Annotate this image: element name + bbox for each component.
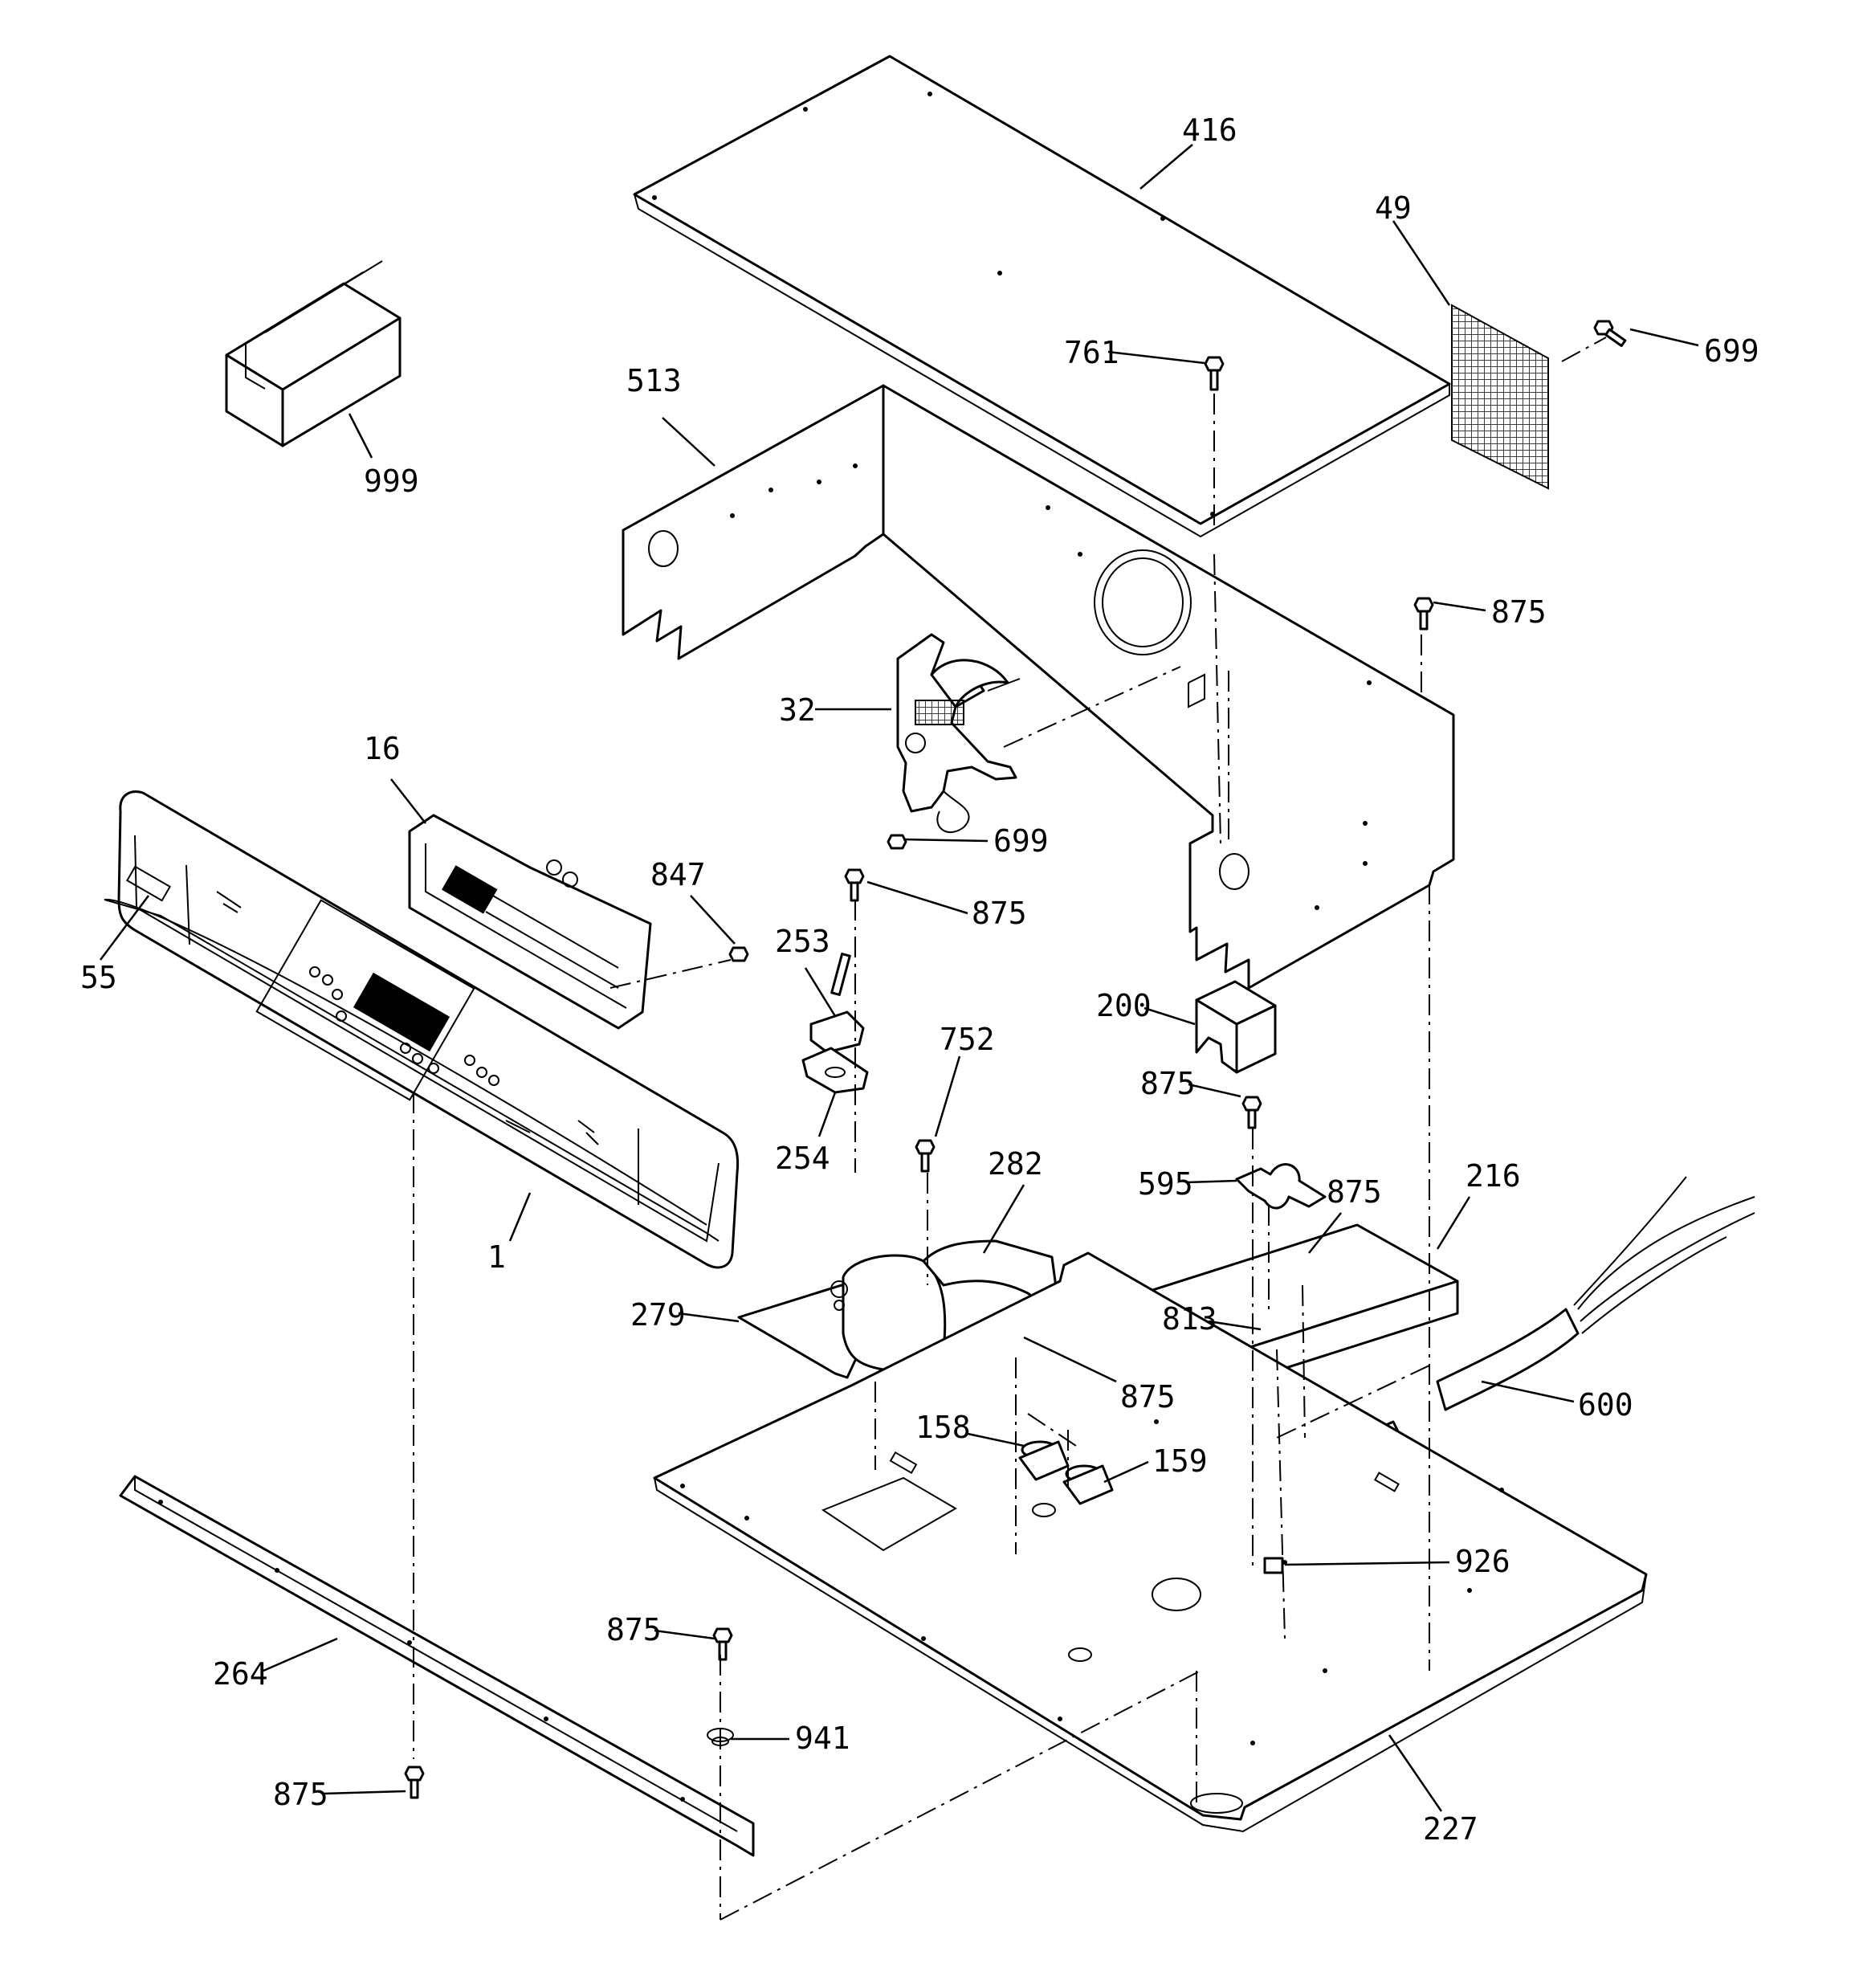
callout-32: 32 <box>779 692 816 728</box>
callout-595: 595 <box>1138 1166 1193 1202</box>
callout-227: 227 <box>1423 1811 1478 1847</box>
callout-699: 699 <box>1704 333 1759 369</box>
callout-999: 999 <box>364 463 419 499</box>
callout-200: 200 <box>1096 988 1152 1023</box>
callout-600: 600 <box>1578 1387 1633 1423</box>
callout-813: 813 <box>1162 1301 1217 1337</box>
callout-926: 926 <box>1455 1544 1510 1579</box>
oven-sensor-bracket <box>801 953 869 1094</box>
callout-1: 1 <box>487 1239 506 1275</box>
electronic-control-board <box>408 814 652 1030</box>
vent-duct <box>737 1239 1062 1379</box>
callout-16: 16 <box>364 731 401 766</box>
callout-159: 159 <box>1152 1443 1208 1479</box>
leader-lines <box>100 144 1699 1812</box>
callout-416: 416 <box>1182 112 1237 148</box>
top-cover-panel <box>633 55 1451 538</box>
callout-875: 875 <box>1120 1379 1176 1414</box>
wire-clip <box>1263 1557 1284 1574</box>
callout-941: 941 <box>795 1721 850 1756</box>
trim-bracket <box>119 1475 755 1857</box>
callout-847: 847 <box>650 857 706 892</box>
insulation-block <box>1195 980 1277 1074</box>
callout-875: 875 <box>1491 594 1547 630</box>
cable-clamp <box>1235 1163 1327 1210</box>
callout-282: 282 <box>988 1146 1043 1182</box>
callout-216: 216 <box>1466 1158 1521 1194</box>
assembly-centerlines <box>413 337 1607 1921</box>
callout-875: 875 <box>273 1777 328 1812</box>
callout-264: 264 <box>213 1656 268 1692</box>
vent-mesh-screen <box>1451 304 1549 490</box>
callout-875: 875 <box>1140 1066 1196 1101</box>
callout-875: 875 <box>606 1612 662 1647</box>
callout-761: 761 <box>1064 335 1119 370</box>
callout-513: 513 <box>626 363 682 398</box>
callout-253: 253 <box>775 924 830 959</box>
literature-box <box>225 260 402 447</box>
callout-55: 55 <box>80 960 117 995</box>
callout-699: 699 <box>993 823 1049 859</box>
callout-752: 752 <box>940 1022 995 1057</box>
convection-fan-motor <box>896 633 1021 833</box>
callout-875: 875 <box>972 896 1027 931</box>
oven-base-pan <box>653 1251 1648 1833</box>
callout-49: 49 <box>1375 190 1412 226</box>
callout-labels: 416 49 699 761 513 999 875 32 16 699 847… <box>80 112 1759 1847</box>
callout-875: 875 <box>1327 1174 1382 1210</box>
callout-254: 254 <box>775 1141 830 1176</box>
control-panel-assembly <box>104 790 740 1269</box>
callout-279: 279 <box>630 1297 686 1333</box>
back-wrapper-panel <box>622 384 1455 990</box>
callout-158: 158 <box>915 1410 971 1445</box>
limit-thermostats <box>1018 1440 1114 1505</box>
